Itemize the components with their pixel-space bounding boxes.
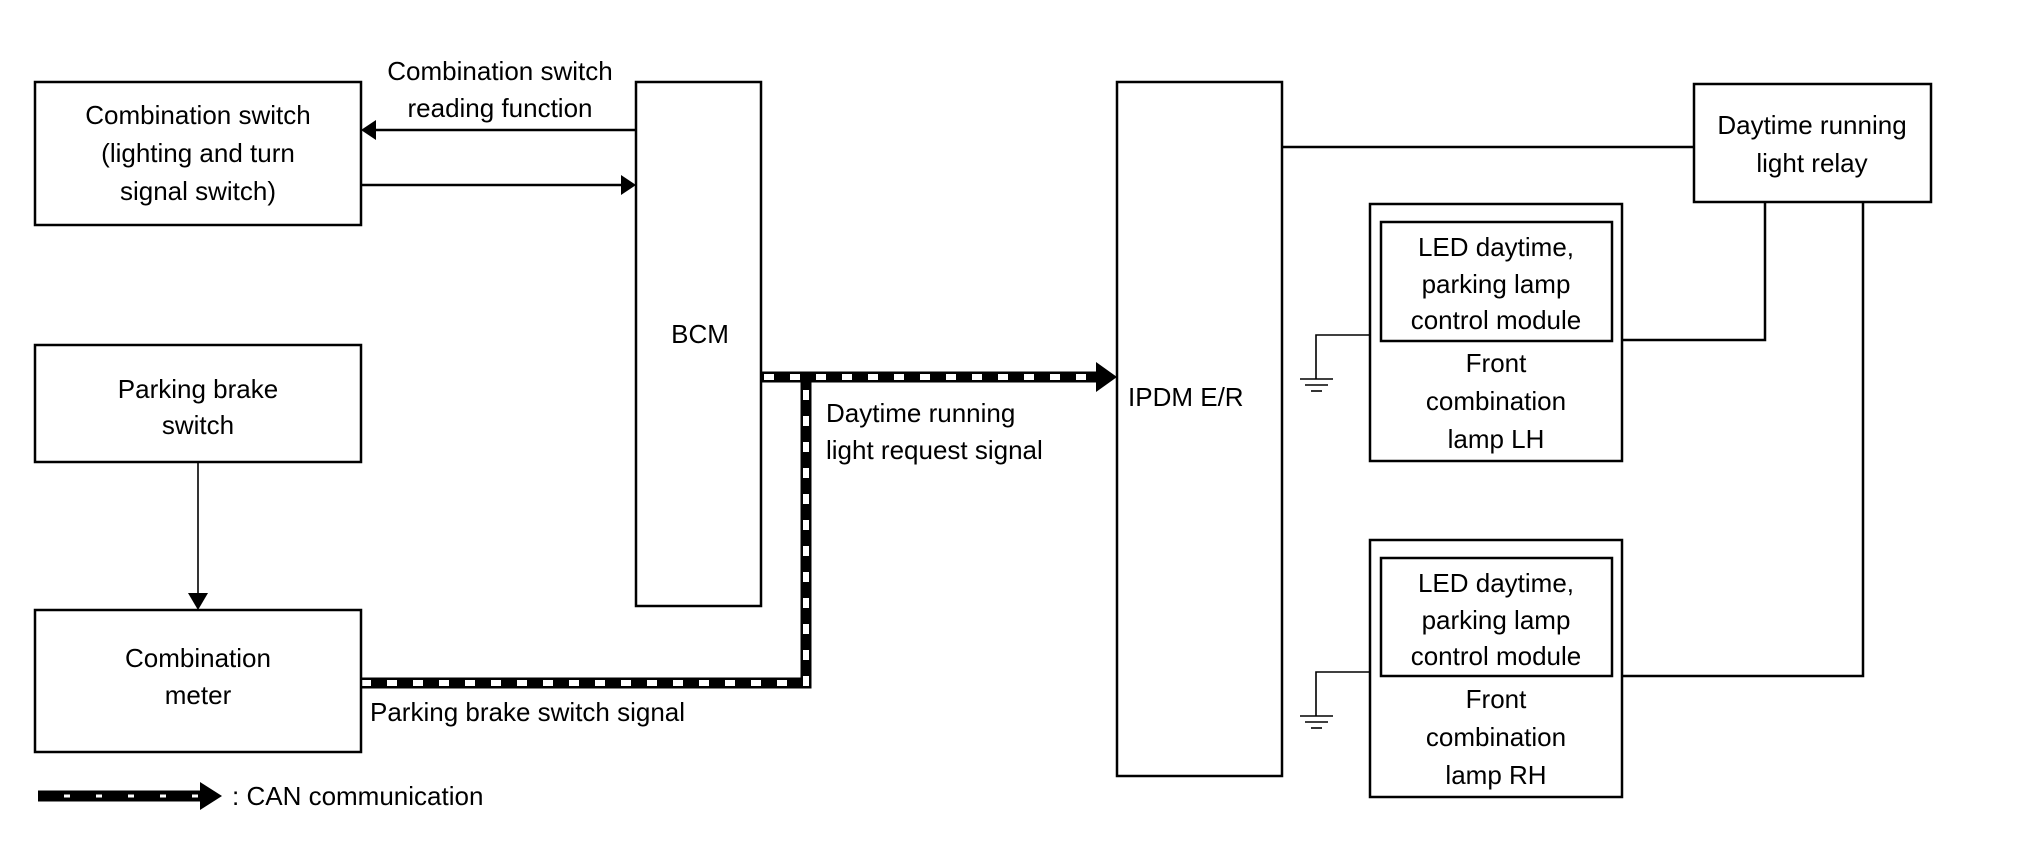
bcm-label: BCM [671, 319, 729, 349]
can-legend-icon [38, 782, 222, 810]
lh-lamp-label-3: lamp LH [1448, 424, 1545, 454]
arrow-down-icon [188, 593, 208, 610]
drl-relay-label-1: Daytime running [1717, 110, 1906, 140]
wire-parking-brake-to-meter [188, 462, 208, 610]
signal-label-parking-brake: Parking brake switch signal [370, 697, 685, 727]
combination-switch-label-3: signal switch) [120, 176, 276, 206]
lh-lamp-label-2: combination [1426, 386, 1566, 416]
drl-relay-block: Daytime running light relay [1692, 82, 1933, 204]
bcm-block: BCM [634, 80, 763, 608]
lh-lamp-label-1: Front [1466, 348, 1527, 378]
front-combination-lamp-lh: LED daytime, parking lamp control module… [1368, 202, 1624, 463]
can-line-meter-to-ipdm [361, 377, 812, 689]
combination-switch-block: Combination switch (lighting and turn si… [33, 80, 363, 227]
can-line-bcm-to-ipdm [761, 362, 1117, 392]
combination-switch-label-2: (lighting and turn [101, 138, 295, 168]
wire-bcm-to-combination-switch [361, 120, 636, 140]
rh-module-label-2: parking lamp [1422, 605, 1571, 635]
signal-label-drl-request-1: Daytime running [826, 398, 1015, 428]
arrow-left-icon [361, 120, 376, 140]
arrow-right-icon [621, 175, 636, 195]
combination-switch-label-1: Combination switch [85, 100, 310, 130]
ipdm-er-block: IPDM E/R [1115, 80, 1284, 778]
wire-relay-to-lamp-rh [1622, 202, 1865, 678]
led-module-lh [1379, 220, 1614, 343]
parking-brake-switch-block: Parking brake switch [33, 343, 363, 464]
parking-brake-switch-label-1: Parking brake [118, 374, 278, 404]
legend-can-label: : CAN communication [232, 781, 483, 811]
rh-module-label-3: control module [1411, 641, 1582, 671]
rh-lamp-label-2: combination [1426, 722, 1566, 752]
front-combination-lamp-rh: LED daytime, parking lamp control module… [1368, 538, 1624, 799]
signal-label-reading-1: Combination switch [387, 56, 612, 86]
lh-module-label-2: parking lamp [1422, 269, 1571, 299]
wire-combination-switch-to-bcm [361, 175, 636, 195]
parking-brake-switch-label-2: switch [162, 410, 234, 440]
ground-icon [1300, 334, 1370, 392]
legend: : CAN communication [38, 781, 483, 811]
combination-meter-label-2: meter [165, 680, 232, 710]
ground-icon [1300, 671, 1370, 729]
signal-label-drl-request-2: light request signal [826, 435, 1043, 465]
can-arrowhead-icon [1096, 362, 1117, 392]
rh-lamp-label-1: Front [1466, 684, 1527, 714]
lh-module-label-1: LED daytime, [1418, 232, 1574, 262]
rh-lamp-label-3: lamp RH [1445, 760, 1546, 790]
combination-meter-label-1: Combination [125, 643, 271, 673]
ipdm-label: IPDM E/R [1128, 382, 1244, 412]
combination-meter-block: Combination meter [33, 608, 363, 754]
rh-module-label-1: LED daytime, [1418, 568, 1574, 598]
led-module-rh [1379, 556, 1614, 678]
drl-relay-label-2: light relay [1756, 148, 1867, 178]
lh-module-label-3: control module [1411, 305, 1582, 335]
wire-relay-to-lamp-lh [1622, 202, 1767, 342]
signal-label-reading-2: reading function [407, 93, 592, 123]
